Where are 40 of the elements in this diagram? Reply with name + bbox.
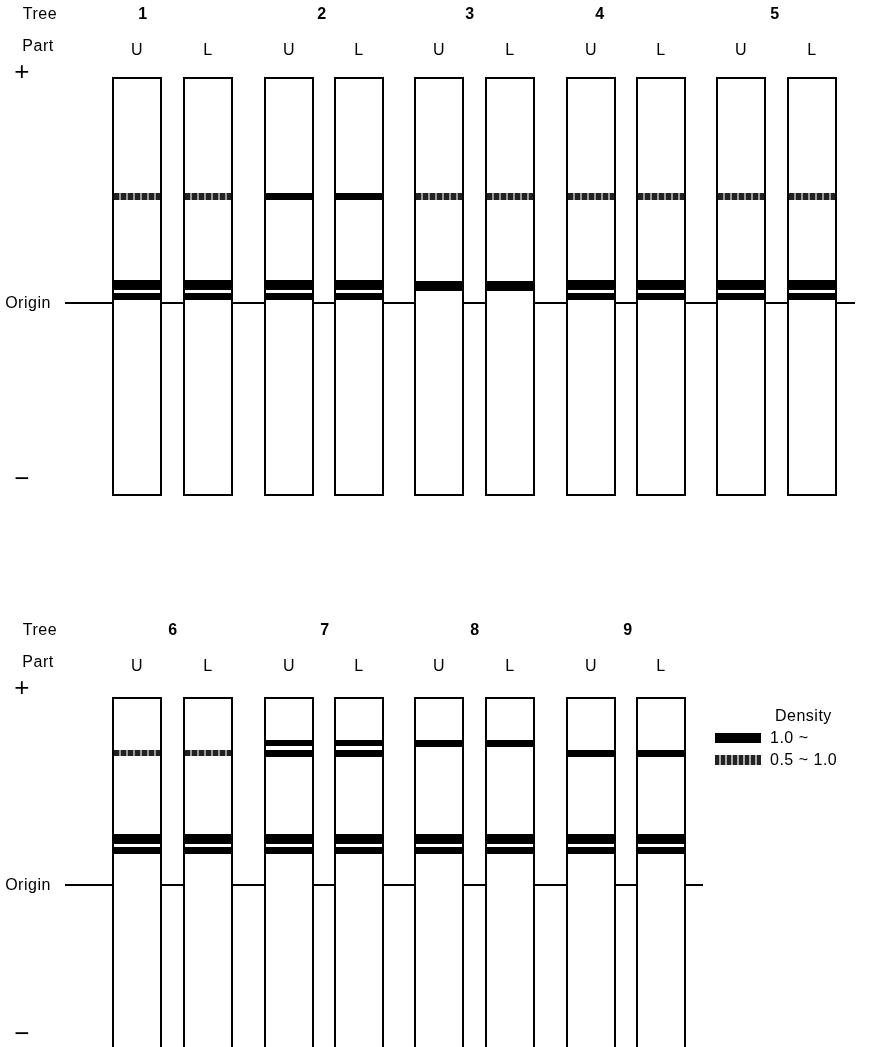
tree-number: 6 (168, 622, 178, 638)
part-label: L (807, 42, 817, 58)
part-label: L (505, 658, 515, 674)
part-label: U (282, 42, 296, 58)
tree-number: 4 (595, 6, 605, 22)
tree-number: 2 (317, 6, 327, 22)
legend-label: 0.5 ~ 1.0 (770, 752, 838, 768)
tree-number: 7 (320, 622, 330, 638)
tree-number: 3 (465, 6, 475, 22)
origin-label: Origin (5, 295, 51, 311)
part-label: U (130, 42, 144, 58)
part-label: L (354, 658, 364, 674)
plus-sign: + (14, 58, 30, 84)
part-label: L (505, 42, 515, 58)
origin-label: Origin (5, 877, 51, 893)
part-label: L (203, 42, 213, 58)
tree-number: 8 (470, 622, 480, 638)
part-label: L (656, 658, 666, 674)
part-label: U (584, 658, 598, 674)
plus-sign: + (14, 674, 30, 700)
part-label: L (354, 42, 364, 58)
part-label: L (656, 42, 666, 58)
row-heading: Part (22, 654, 54, 670)
part-label: U (432, 658, 446, 674)
tree-number: 1 (138, 6, 148, 22)
part-label: U (584, 42, 598, 58)
part-label: U (432, 42, 446, 58)
row-heading: Tree (22, 622, 58, 638)
part-label: L (203, 658, 213, 674)
part-label: U (282, 658, 296, 674)
legend-label: 1.0 ~ (770, 730, 809, 746)
row-heading: Part (22, 38, 54, 54)
row-heading: Tree (22, 6, 58, 22)
tree-number: 9 (623, 622, 633, 638)
minus-sign: − (14, 1020, 30, 1046)
minus-sign: − (14, 465, 30, 491)
tree-number: 5 (770, 6, 780, 22)
part-label: U (734, 42, 748, 58)
legend-title: Density (775, 708, 832, 724)
part-label: U (130, 658, 144, 674)
